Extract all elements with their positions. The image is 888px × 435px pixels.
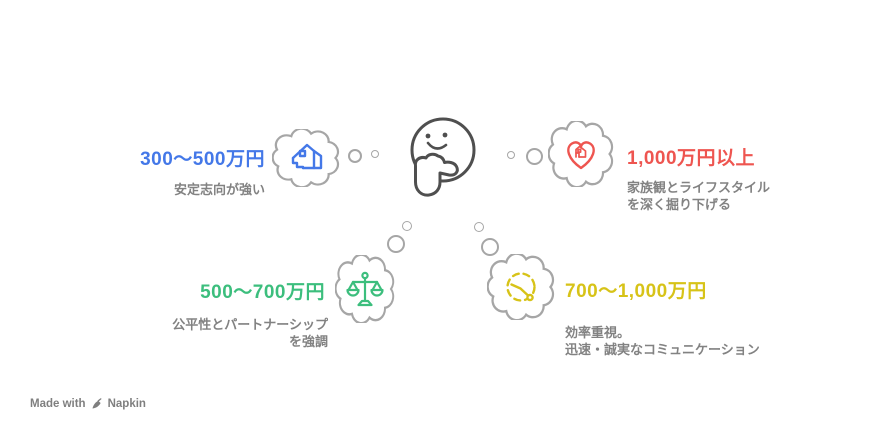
cloud-shape [272,129,340,187]
thought-bubble-scales [335,255,395,323]
scales-icon [346,271,384,307]
thought-bubble-house [272,129,340,187]
thought-bubble-clock [487,254,555,320]
thought-dot-large [481,238,499,256]
description-line: 公平性とパートナーシップ [172,317,328,332]
hand-on-chin [413,152,459,197]
description-line: 安定志向が強い [173,182,265,197]
heart-icon [567,141,595,170]
clock-icon [506,272,536,302]
thought-dot-small [371,150,379,158]
amount-label-top-left: 300〜500万円 [140,149,265,170]
house-icon [291,143,323,170]
thought-dot-large [387,235,405,253]
thought-bubble-heart [548,121,614,187]
description-bottom-right: 効率重視。 迅速・誠実なコミュニケーション [565,324,855,358]
made-with-napkin: Made with Napkin [30,398,146,410]
description-line: 迅速・誠実なコミュニケーション [565,342,760,357]
cloud-shape [487,254,555,320]
amount-label-bottom-left: 500〜700万円 [200,282,325,303]
description-bottom-left: 公平性とパートナーシップ を強調 [98,316,328,350]
made-with-text: Made with [30,398,86,410]
description-top-left: 安定志向が強い [90,181,265,198]
cloud-shape [548,121,614,187]
thought-dot-small [402,221,412,231]
thought-dot-large [348,149,362,163]
napkin-brand-text: Napkin [107,398,146,410]
thought-dot-large [526,148,543,165]
thought-dot-small [507,151,515,159]
description-line: 家族観とライフスタイル [627,180,771,195]
thinking-face-icon [410,117,476,197]
napkin-pen-icon [92,398,102,409]
description-line: を深く掘り下げる [627,197,732,212]
amount-label-top-right: 1,000万円以上 [627,148,756,169]
family-home-glyph [575,145,587,158]
description-top-right: 家族観とライフスタイル を深く掘り下げる [627,179,867,213]
thought-dot-small [474,222,484,232]
amount-label-bottom-right: 700〜1,000万円 [565,281,707,302]
description-line: 効率重視。 [565,325,631,340]
description-line: を強調 [288,334,328,349]
